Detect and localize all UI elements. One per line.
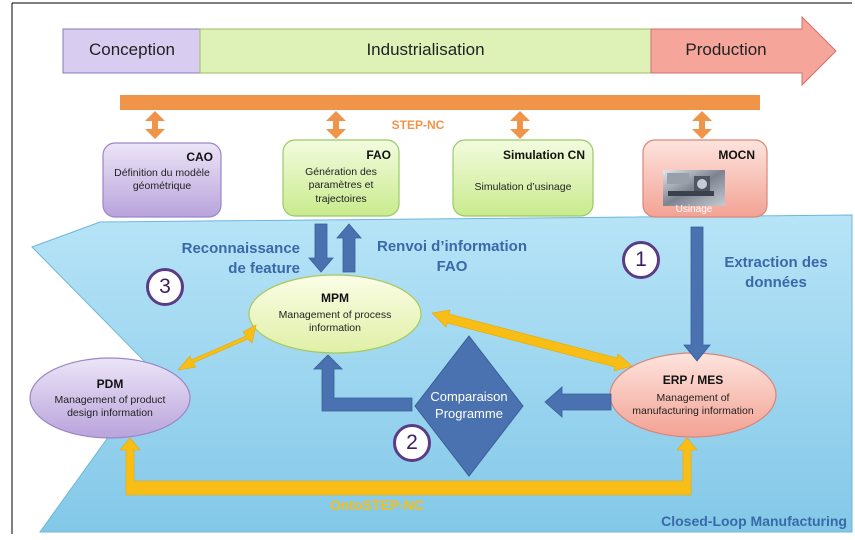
pdm-ellipse bbox=[29, 357, 191, 439]
cao-box bbox=[102, 142, 222, 218]
sim-box bbox=[452, 139, 594, 217]
mpm-text: Management of process information bbox=[278, 309, 392, 335]
fao-box bbox=[282, 139, 400, 217]
mpm-title: MPM bbox=[321, 291, 349, 305]
reconnaissance-label: Reconnaissance de feature bbox=[181, 240, 300, 277]
pdm-title: PDM bbox=[96, 377, 124, 391]
mpm-pdm-double-arrow bbox=[177, 324, 257, 371]
sim-title: Simulation CN bbox=[502, 148, 585, 162]
phase-production-arrow bbox=[650, 15, 837, 87]
closed-loop-label: Closed-Loop Manufacturing bbox=[661, 513, 847, 529]
blue-flow-arrows bbox=[308, 223, 711, 418]
extraction-label: Extraction des données bbox=[724, 254, 828, 292]
erp-text: Management of manufacturing information bbox=[632, 392, 754, 418]
comparaison-label: Comparaison Programme bbox=[430, 389, 508, 421]
step-number-3: 3 bbox=[146, 268, 184, 306]
phase-production-label: Production bbox=[685, 40, 767, 59]
erp-to-comparaison-arrow bbox=[544, 386, 612, 418]
step-nc-bar bbox=[120, 95, 760, 110]
ontostep-loop-arrow bbox=[119, 437, 698, 496]
mocn-connector-arrow bbox=[692, 111, 712, 139]
comparaison-to-mpm-arrow bbox=[313, 354, 413, 412]
mocn-to-erp-arrow bbox=[683, 226, 711, 362]
cao-text: Définition du modèle géométrique bbox=[114, 167, 210, 193]
mocn-text: Usinage bbox=[675, 204, 713, 215]
step-nc-connectors bbox=[145, 111, 712, 139]
fao-title: FAO bbox=[366, 148, 391, 162]
machine-tool-image bbox=[663, 170, 725, 206]
mocn-title: MOCN bbox=[718, 148, 755, 162]
fao-text: Génération des paramètres et trajectoire… bbox=[305, 166, 377, 205]
yellow-arrows bbox=[119, 309, 698, 496]
fao-to-mpm-arrow bbox=[308, 223, 334, 273]
phase-conception-label: Conception bbox=[88, 40, 175, 59]
step-nc-label: STEP-NC bbox=[391, 118, 445, 132]
step-number-1: 1 bbox=[622, 241, 660, 279]
erp-title: ERP / MES bbox=[662, 373, 724, 387]
mpm-to-fao-arrow bbox=[336, 223, 362, 273]
sim-text: Simulation d’usinage bbox=[474, 181, 572, 193]
renvoi-label: Renvoi d’information FAO bbox=[377, 238, 527, 275]
cao-title: CAO bbox=[186, 150, 213, 164]
mpm-erp-double-arrow bbox=[431, 309, 633, 372]
fao-connector-arrow bbox=[326, 111, 346, 139]
step-number-2: 2 bbox=[393, 424, 431, 462]
sim-connector-arrow bbox=[510, 111, 530, 139]
pdm-text: Management of product design information bbox=[54, 394, 166, 420]
comparaison-diamond bbox=[414, 335, 524, 477]
ontostep-label: OntoSTEP-NC bbox=[329, 497, 425, 513]
cao-connector-arrow bbox=[145, 111, 165, 139]
phase-industrialisation-label: Industrialisation bbox=[366, 40, 485, 59]
mpm-ellipse bbox=[248, 274, 422, 354]
